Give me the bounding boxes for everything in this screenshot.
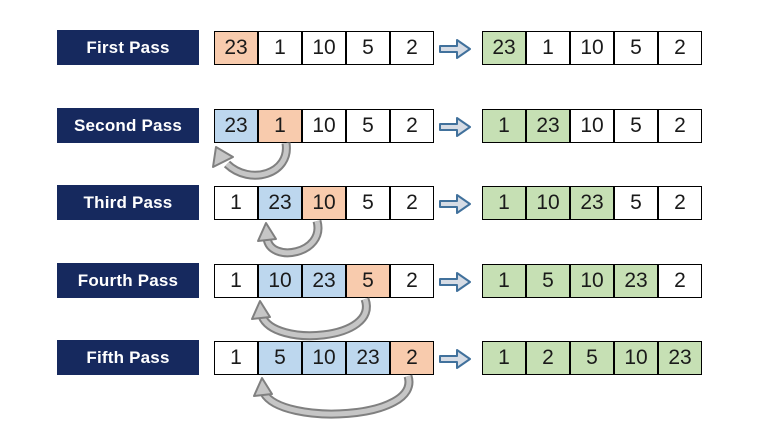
array-cell: 5 — [346, 264, 390, 298]
right-block-arrow-icon — [439, 194, 471, 214]
array-cell: 10 — [570, 264, 614, 298]
array-cell: 1 — [482, 264, 526, 298]
array-cell: 23 — [302, 264, 346, 298]
array-cell: 1 — [482, 341, 526, 375]
array-cell: 1 — [214, 264, 258, 298]
array-after: 1 23 10 5 2 — [482, 109, 702, 143]
array-cell: 2 — [390, 264, 434, 298]
array-cell: 10 — [526, 186, 570, 220]
array-cell: 1 — [258, 109, 302, 143]
array-before: 23 1 10 5 2 — [214, 31, 434, 65]
array-cell: 5 — [614, 109, 658, 143]
right-block-arrow-icon — [439, 272, 471, 292]
array-cell: 5 — [614, 186, 658, 220]
pass-label: Fourth Pass — [57, 263, 199, 298]
array-cell: 1 — [258, 31, 302, 65]
array-cell: 1 — [482, 109, 526, 143]
pass-row-second: Second Pass 23 1 10 5 2 1 23 10 5 2 — [0, 108, 765, 149]
array-cell: 5 — [614, 31, 658, 65]
array-cell: 2 — [390, 109, 434, 143]
array-cell: 2 — [526, 341, 570, 375]
array-cell: 2 — [390, 186, 434, 220]
array-cell: 23 — [258, 186, 302, 220]
array-cell: 23 — [570, 186, 614, 220]
array-cell: 2 — [658, 109, 702, 143]
array-cell: 2 — [390, 31, 434, 65]
array-before: 1 10 23 5 2 — [214, 264, 434, 298]
array-cell: 23 — [482, 31, 526, 65]
array-cell: 1 — [482, 186, 526, 220]
array-cell: 2 — [658, 186, 702, 220]
array-after: 1 2 5 10 23 — [482, 341, 702, 375]
array-cell: 23 — [214, 31, 258, 65]
array-cell: 5 — [346, 186, 390, 220]
swap-arrow-fifth-pass — [253, 374, 414, 419]
swap-arrow-fourth-pass — [251, 297, 371, 341]
pass-row-first: First Pass 23 1 10 5 2 23 1 10 5 2 — [0, 30, 765, 71]
array-cell: 23 — [214, 109, 258, 143]
array-before: 23 1 10 5 2 — [214, 109, 434, 143]
right-block-arrow-icon — [439, 39, 471, 59]
array-cell: 23 — [658, 341, 702, 375]
array-after: 23 1 10 5 2 — [482, 31, 702, 65]
pass-row-third: Third Pass 1 23 10 5 2 1 10 23 5 2 — [0, 185, 765, 226]
pass-row-fifth: Fifth Pass 1 5 10 23 2 1 2 5 10 23 — [0, 340, 765, 381]
array-cell: 5 — [526, 264, 570, 298]
array-cell: 10 — [302, 186, 346, 220]
pass-label: Second Pass — [57, 108, 199, 143]
array-cell: 23 — [346, 341, 390, 375]
array-cell: 1 — [214, 341, 258, 375]
array-cell: 1 — [214, 186, 258, 220]
array-cell: 10 — [302, 341, 346, 375]
array-cell: 5 — [570, 341, 614, 375]
array-cell: 10 — [258, 264, 302, 298]
array-cell: 23 — [526, 109, 570, 143]
array-cell: 5 — [258, 341, 302, 375]
array-cell: 2 — [658, 31, 702, 65]
array-cell: 10 — [614, 341, 658, 375]
array-before: 1 23 10 5 2 — [214, 186, 434, 220]
array-after: 1 5 10 23 2 — [482, 264, 702, 298]
array-cell: 2 — [390, 341, 434, 375]
pass-label: Fifth Pass — [57, 340, 199, 375]
array-cell: 10 — [570, 109, 614, 143]
right-block-arrow-icon — [439, 349, 471, 369]
array-cell: 5 — [346, 31, 390, 65]
pass-label: Third Pass — [57, 185, 199, 220]
array-cell: 10 — [302, 31, 346, 65]
array-cell: 10 — [570, 31, 614, 65]
right-block-arrow-icon — [439, 117, 471, 137]
array-after: 1 10 23 5 2 — [482, 186, 702, 220]
array-cell: 23 — [614, 264, 658, 298]
array-cell: 5 — [346, 109, 390, 143]
array-cell: 10 — [302, 109, 346, 143]
array-cell: 2 — [658, 264, 702, 298]
array-cell: 1 — [526, 31, 570, 65]
pass-label: First Pass — [57, 30, 199, 65]
pass-row-fourth: Fourth Pass 1 10 23 5 2 1 5 10 23 2 — [0, 263, 765, 304]
array-before: 1 5 10 23 2 — [214, 341, 434, 375]
